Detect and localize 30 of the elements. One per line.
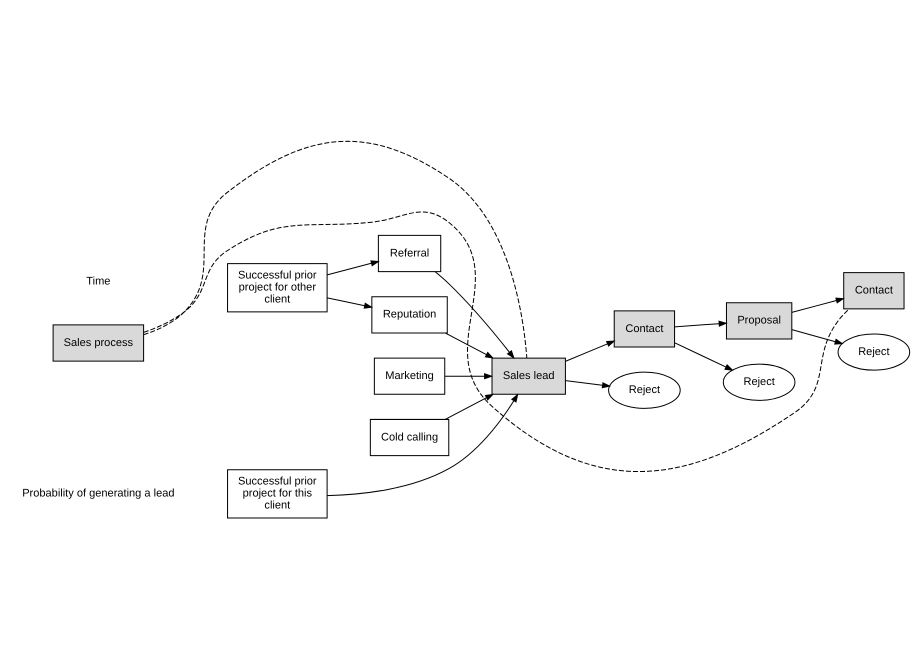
arrow (327, 392, 518, 496)
arrow (792, 328, 844, 344)
connector (143, 140, 528, 358)
arrow (566, 380, 612, 388)
arrow (327, 260, 380, 275)
arrow (434, 270, 515, 359)
arrow (566, 340, 616, 362)
node-ellipse: Reject (608, 371, 681, 408)
arrow (445, 393, 494, 420)
arrow (792, 297, 845, 312)
node-box: Sales process (52, 324, 144, 362)
node-box: Referral (378, 234, 442, 272)
node-box: Successful prior project for other client (227, 262, 328, 312)
node-box: Successful prior project for this client (227, 468, 328, 518)
node-box: Cold calling (370, 418, 450, 456)
label: Time (86, 275, 110, 287)
node-box: Sales lead (492, 357, 566, 394)
arrow (327, 296, 374, 308)
arrow (674, 342, 734, 370)
node-box: Contact (843, 272, 905, 309)
arrow (445, 332, 494, 358)
node-box: Reputation (371, 296, 448, 333)
label: Probability of generating a lead (22, 487, 175, 500)
arrow (674, 320, 728, 327)
node-ellipse: Reject (838, 332, 910, 370)
node-box: Contact (614, 310, 676, 348)
connector (144, 211, 850, 472)
arrow (444, 372, 494, 379)
node-box: Proposal (726, 302, 792, 339)
node-box: Marketing (374, 357, 446, 394)
